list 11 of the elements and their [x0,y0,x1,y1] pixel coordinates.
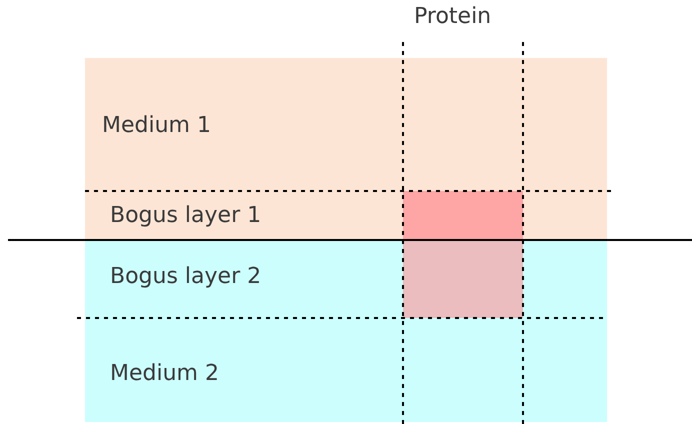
layer-band [85,191,607,240]
protein-region [403,240,523,318]
layer-label: Bogus layer 2 [110,264,262,289]
layer-label: Medium 1 [102,113,211,138]
layer-band [85,240,607,318]
layer-band [85,58,607,191]
layer-band [85,318,607,422]
layer-label: Medium 2 [110,361,219,386]
layer-label: Bogus layer 1 [110,203,262,228]
protein-region [403,191,523,240]
column-label: Protein [414,4,492,29]
